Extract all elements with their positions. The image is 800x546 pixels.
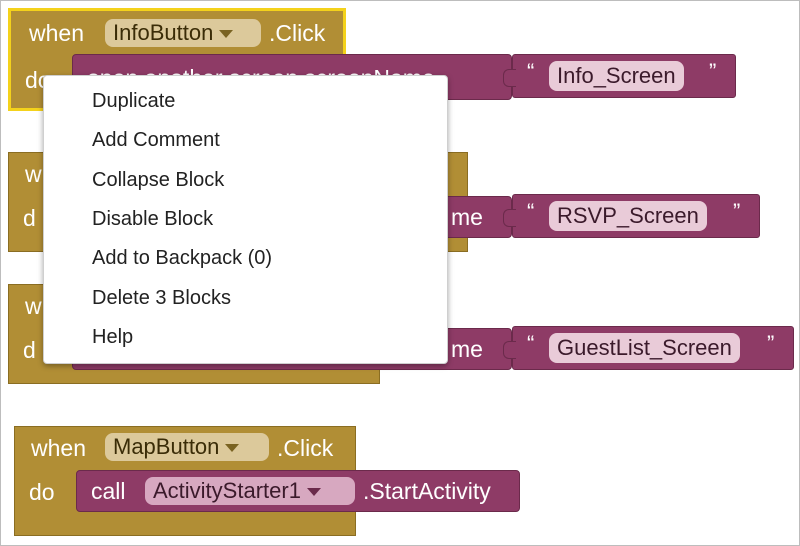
open-quote: “ <box>527 199 535 224</box>
do-label: do <box>29 479 55 505</box>
close-quote: ” <box>767 331 775 356</box>
text-string-block[interactable]: “ Info_Screen ” <box>503 54 736 98</box>
when-label: when <box>29 20 84 46</box>
menu-item-delete-blocks[interactable]: Delete 3 Blocks <box>92 287 231 309</box>
call-activitystarter-block[interactable]: call ActivityStarter1 .StartActivity <box>76 470 520 512</box>
open-quote: “ <box>527 331 535 356</box>
text-string-block-3[interactable]: “ GuestList_Screen ” <box>503 326 794 370</box>
call-label: call <box>91 478 126 504</box>
menu-item-help[interactable]: Help <box>92 326 134 348</box>
open-screen-label: me <box>451 336 483 362</box>
close-quote: ” <box>733 199 741 224</box>
method-label: .StartActivity <box>363 478 491 504</box>
menu-item-add-comment[interactable]: Add Comment <box>92 129 220 151</box>
chevron-down-icon <box>219 30 234 39</box>
string-value[interactable]: RSVP_Screen <box>549 201 707 231</box>
open-quote: “ <box>527 59 535 84</box>
event-label: .Click <box>269 20 326 46</box>
component-dropdown[interactable]: InfoButton <box>105 19 261 47</box>
event-label: .Click <box>277 435 334 461</box>
do-label: d <box>23 205 36 231</box>
block-context-menu: Duplicate Add Comment Collapse Block Dis… <box>43 75 448 364</box>
puzzle-connector <box>503 341 516 359</box>
when-label: when <box>31 435 86 461</box>
chevron-down-icon <box>306 488 321 497</box>
component-dropdown-label: MapButton <box>113 434 220 459</box>
text-string-block-2[interactable]: “ RSVP_Screen ” <box>503 194 760 238</box>
menu-item-disable-block[interactable]: Disable Block <box>92 208 214 230</box>
component-dropdown[interactable]: MapButton <box>105 433 269 461</box>
menu-item-add-to-backpack[interactable]: Add to Backpack (0) <box>92 247 273 269</box>
puzzle-connector <box>503 209 516 227</box>
when-label: w <box>25 161 42 187</box>
component-dropdown-label: InfoButton <box>113 20 214 45</box>
call-component-dropdown[interactable]: ActivityStarter1 <box>145 477 355 505</box>
close-quote: ” <box>709 59 717 84</box>
string-value[interactable]: Info_Screen <box>549 61 684 91</box>
menu-item-duplicate[interactable]: Duplicate <box>92 90 176 112</box>
when-label: w <box>25 293 42 319</box>
open-screen-label: me <box>451 204 483 230</box>
puzzle-connector <box>503 69 516 87</box>
chevron-down-icon <box>225 444 240 453</box>
do-label: d <box>23 337 36 363</box>
menu-item-collapse-block[interactable]: Collapse Block <box>92 169 225 191</box>
call-component-label: ActivityStarter1 <box>153 478 301 503</box>
string-value[interactable]: GuestList_Screen <box>549 333 740 363</box>
